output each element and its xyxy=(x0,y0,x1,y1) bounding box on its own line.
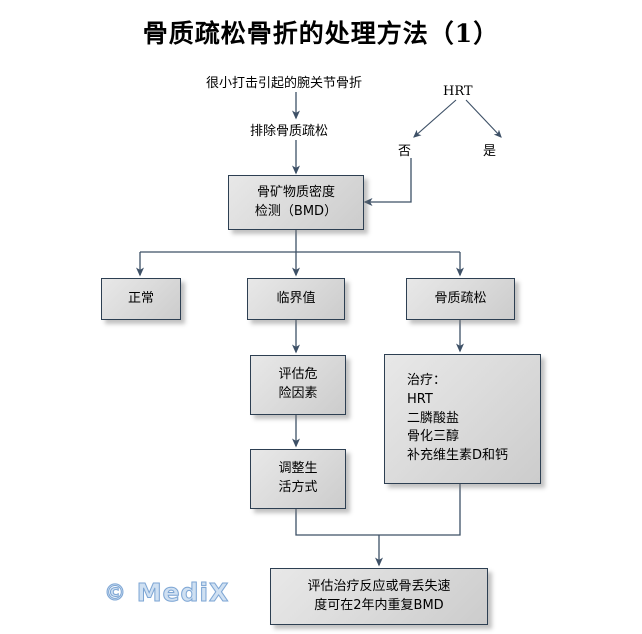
medix-watermark: © MediX xyxy=(104,578,230,608)
node-bmd-test[interactable]: 骨矿物质密度 检测（BMD） xyxy=(228,175,364,230)
watermark-text: MediX xyxy=(136,578,230,608)
trigger-label: 很小打击引起的腕关节骨折 xyxy=(206,76,363,91)
node-lifestyle[interactable]: 调整生 活方式 xyxy=(250,449,346,509)
node-treatment[interactable]: 治疗： HRT 二膦酸盐 骨化三醇 补充维生素D和钙 xyxy=(384,354,541,484)
connector-no-to-bmd xyxy=(363,158,412,206)
hrt-yes-label: 是 xyxy=(483,144,497,159)
node-osteoporosis[interactable]: 骨质疏松 xyxy=(406,278,515,320)
node-risk-factors[interactable]: 评估危 险因素 xyxy=(250,355,346,415)
page-title: 骨质疏松骨折的处理方法（1） xyxy=(142,19,500,48)
exclude-label: 排除骨质疏松 xyxy=(250,124,329,139)
node-borderline[interactable]: 临界值 xyxy=(247,278,345,320)
connector-hrt-to-yes xyxy=(465,99,502,138)
hrt-label: HRT xyxy=(443,84,473,99)
connector-merge-bus xyxy=(295,484,461,536)
connector-hrt-to-no xyxy=(413,99,457,138)
copyright-icon: © xyxy=(104,581,127,607)
hrt-no-label: 否 xyxy=(398,144,412,159)
node-followup[interactable]: 评估治疗反应或骨丢失速 度可在2年内重复BMD xyxy=(270,568,488,625)
node-normal[interactable]: 正常 xyxy=(101,278,181,320)
